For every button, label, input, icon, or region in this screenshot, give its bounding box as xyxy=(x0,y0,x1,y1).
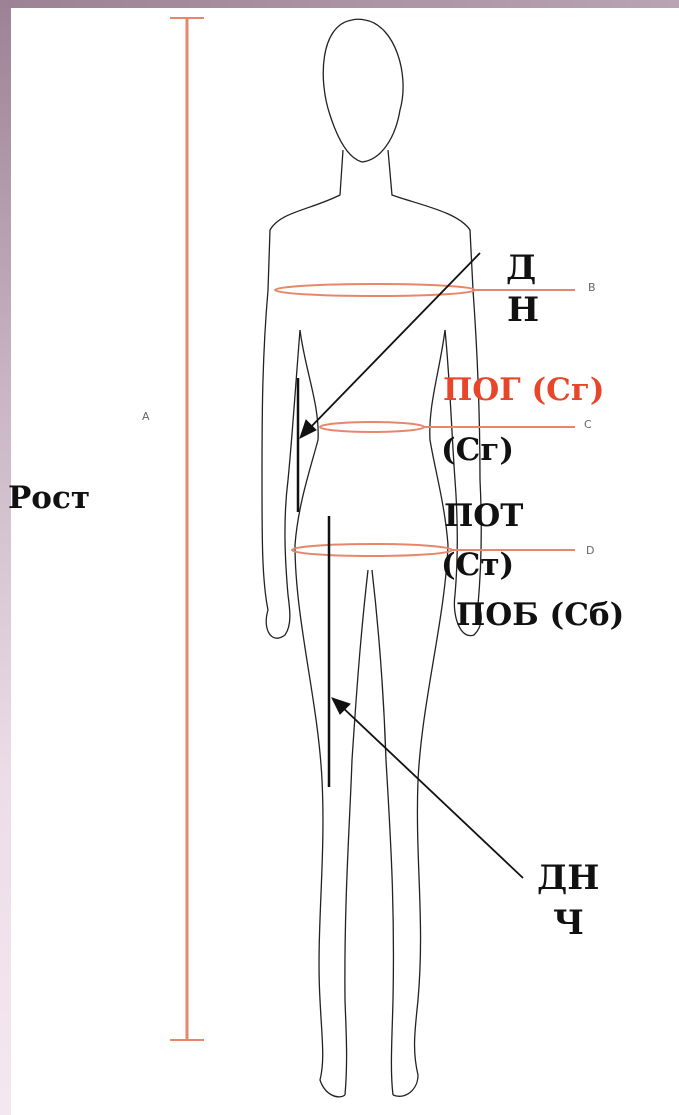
dn-label-line1: Д xyxy=(506,248,537,288)
letter-d: D xyxy=(586,544,595,557)
left-gradient-strip xyxy=(0,0,11,1115)
sg-label: (Сг) xyxy=(441,432,515,468)
height-label: Рост xyxy=(8,480,91,516)
pot-label-line2: (Ст) xyxy=(441,547,515,583)
body-silhouette xyxy=(261,18,482,1098)
dn-label-line2: Н xyxy=(507,290,540,330)
top-gradient-strip xyxy=(0,0,679,8)
pog-label: ПОГ (Сг) xyxy=(443,370,605,410)
letter-c: C xyxy=(584,418,592,431)
pot-label-line1: ПОТ xyxy=(444,498,524,534)
pog-code: (Сг) xyxy=(531,372,605,408)
dn-arrow xyxy=(299,252,481,439)
dnch-label-line2: Ч xyxy=(553,903,585,943)
letter-b: B xyxy=(588,281,596,294)
hip-measure-line xyxy=(291,543,575,557)
bust-measure-line xyxy=(274,283,575,297)
dnch-arrow xyxy=(331,697,524,879)
height-measure-bar xyxy=(170,17,204,1041)
waist-measure-line xyxy=(319,421,575,433)
dnch-label-line1: ДН xyxy=(537,858,600,898)
pob-label: ПОБ (Сб) xyxy=(456,597,625,633)
letter-a: A xyxy=(142,410,150,423)
pog-abbr: ПОГ xyxy=(443,372,521,408)
